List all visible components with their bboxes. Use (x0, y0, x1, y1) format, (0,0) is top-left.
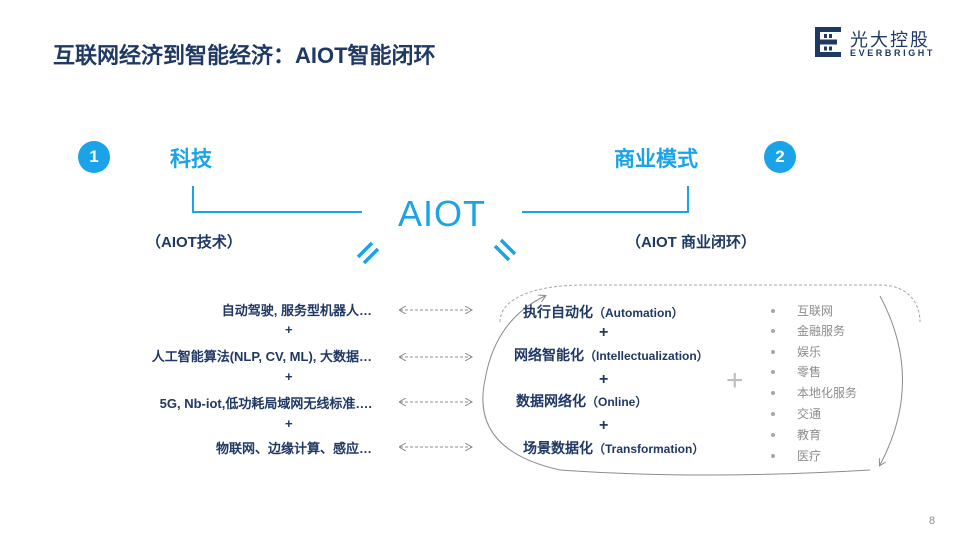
closed-loop-outline (499, 284, 921, 323)
industry-label: 互联网 (797, 304, 834, 318)
page-number: 8 (929, 515, 936, 527)
industry-label: 金融服务 (797, 324, 846, 338)
industry-label: 医疗 (797, 449, 822, 463)
tech-item: 5G, Nb-iot,低功耗局域网无线标准…. (159, 396, 372, 411)
business-bracket-line (522, 186, 689, 213)
plus-sign: + (599, 371, 609, 388)
industry-item: 零售 (771, 363, 821, 380)
bullet-icon (771, 349, 775, 354)
tech-bracket-line (192, 186, 362, 213)
pillar-subtitle-business-model: （AIOT 商业闭环） (626, 234, 756, 251)
bullet-icon (771, 328, 775, 333)
industry-item: 金融服务 (771, 322, 845, 339)
business-item: 场景数据化（Transformation） (523, 438, 704, 458)
bullet-icon (771, 308, 775, 313)
everbright-logo-icon (815, 27, 841, 57)
tech-item: 人工智能算法(NLP, CV, ML), 大数据… (151, 349, 372, 364)
business-item: 执行自动化（Automation） (523, 302, 684, 322)
business-item-en: （Intellectualization） (584, 349, 709, 363)
bullet-icon (771, 369, 775, 374)
business-item: 数据网络化（Online） (516, 391, 647, 411)
page-title: 互联网经济到智能经济：AIOT智能闭环 (53, 43, 436, 68)
industry-item: 本地化服务 (771, 384, 857, 401)
logo-name-cn: 光大控股 (850, 30, 930, 51)
industry-item: 教育 (771, 426, 821, 443)
pillar-label-business-model: 商业模式 (614, 148, 698, 171)
business-item: 网络智能化（Intellectualization） (514, 345, 709, 365)
plus-sign: + (285, 416, 293, 431)
industry-label: 交通 (797, 407, 822, 421)
business-item-cn: 数据网络化 (516, 393, 586, 409)
business-item-en: （Automation） (593, 306, 684, 320)
plus-sign: + (285, 322, 293, 337)
closed-loop-bottom-arc (559, 469, 871, 476)
pillar-label-technology: 科技 (170, 148, 212, 171)
pillar-number-badge: 2 (764, 141, 796, 173)
business-item-cn: 网络智能化 (514, 347, 584, 363)
bullet-icon (771, 453, 775, 458)
plus-sign: + (599, 324, 609, 341)
big-plus-icon: + (726, 364, 744, 397)
bullet-icon (771, 390, 775, 395)
closed-loop-right-arc (880, 295, 903, 465)
tech-item: 自动驾驶, 服务型机器人… (221, 303, 372, 318)
plus-sign: + (599, 417, 609, 434)
industry-label: 本地化服务 (797, 386, 858, 400)
logo-name-en: EVERBRIGHT (850, 48, 936, 58)
bullet-icon (771, 411, 775, 416)
business-item-en: （Transformation） (593, 442, 705, 456)
equals-left-icon (356, 241, 380, 265)
industry-item: 交通 (771, 405, 821, 422)
pillar-subtitle-technology: （AIOT技术） (146, 234, 242, 251)
business-item-cn: 场景数据化 (523, 440, 593, 456)
business-item-cn: 执行自动化 (523, 304, 593, 320)
pillar-number-badge: 1 (78, 141, 110, 173)
bullet-icon (771, 432, 775, 437)
industry-label: 零售 (797, 365, 822, 379)
industry-item: 娱乐 (771, 343, 821, 360)
industry-label: 教育 (797, 428, 822, 442)
plus-sign: + (285, 369, 293, 384)
industry-item: 医疗 (771, 447, 821, 464)
business-item-en: （Online） (586, 395, 648, 409)
equals-right-icon (493, 238, 517, 262)
industry-item: 互联网 (771, 302, 833, 319)
closed-loop-left-arc (482, 296, 561, 471)
tech-item: 物联网、边缘计算、感应… (215, 441, 372, 456)
center-label: AIOT (398, 193, 487, 234)
industry-label: 娱乐 (797, 345, 822, 359)
